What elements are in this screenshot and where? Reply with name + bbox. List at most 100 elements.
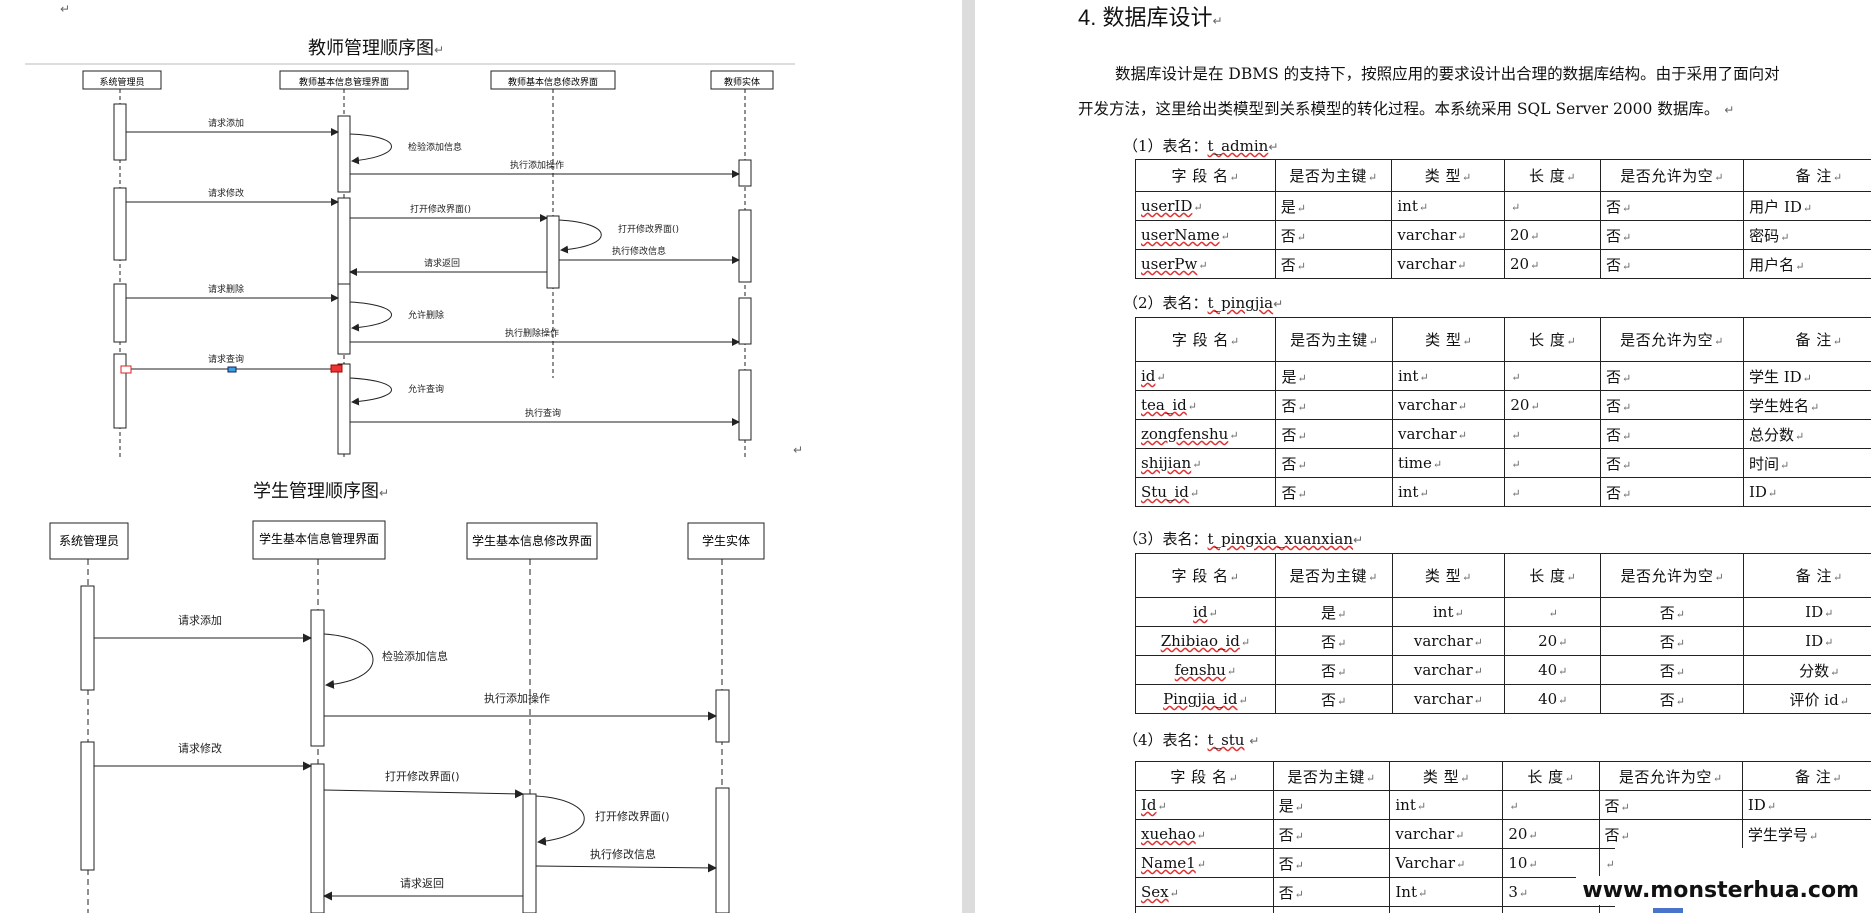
table-cell: 10↵ <box>1502 906 1600 913</box>
table-header-cell: 长 度↵ <box>1504 553 1602 598</box>
table-cell: time↵ <box>1391 448 1506 478</box>
table-cell: 20↵ <box>1504 220 1601 250</box>
message-label: 打开修改界面() <box>618 223 679 235</box>
teacher-diagram-title: 教师管理顺序图↵ <box>308 38 445 59</box>
table-cell: 用户 ID↵ <box>1743 191 1871 221</box>
table-cell: 学生学号↵ <box>1741 819 1871 849</box>
table-cell: varchar↵ <box>1391 419 1506 449</box>
watermark: www.monsterhua.com <box>1576 876 1865 905</box>
message-label: 执行修改信息 <box>612 245 666 257</box>
table-cell: ID↵ <box>1741 790 1871 820</box>
table-cell: 否↵ <box>1274 684 1393 714</box>
table-caption: （2）表名：t_pingjia↵ <box>1123 294 1284 312</box>
table-header-cell: 长 度↵ <box>1504 317 1601 362</box>
table-cell: id↵ <box>1134 361 1277 391</box>
lifeline-header <box>710 70 774 90</box>
table-cell: varchar↵ <box>1391 249 1506 279</box>
table-cell: 20↵ <box>1502 819 1600 849</box>
message-label: 请求返回 <box>400 877 444 890</box>
table-row: fenshu↵否↵varchar↵40↵否↵分数↵ <box>1135 655 1871 685</box>
message-label: 请求添加 <box>178 613 222 627</box>
table-header-cell: 是否为主键↵ <box>1274 553 1393 598</box>
table-cell: int↵ <box>1391 191 1506 221</box>
table-row: Pingjia_id↵否↵varchar↵40↵否↵评价 id↵ <box>1135 684 1871 714</box>
table-cell: 否↵ <box>1272 877 1391 907</box>
table-header-cell: 类 型↵ <box>1391 159 1506 192</box>
table-cell: 10↵ <box>1502 848 1600 878</box>
table-cell: 总分数↵ <box>1742 419 1871 449</box>
table-cell: 40↵ <box>1504 684 1602 714</box>
table-cell: 否↵ <box>1599 361 1744 391</box>
table-cell: 分数↵ <box>1743 655 1871 685</box>
lifeline-header <box>252 520 386 560</box>
table-header-row: 字 段 名↵是否为主键↵类 型↵长 度↵是否允许为空↵备 注↵ <box>1134 317 1871 362</box>
paragraph-mark: ↵ <box>793 443 804 457</box>
table-header-cell: 字 段 名↵ <box>1135 761 1274 791</box>
message-label: 执行添加操作 <box>510 159 564 171</box>
table-cell: 是↵ <box>1274 597 1393 627</box>
table-cell: 时间↵ <box>1742 448 1871 478</box>
table-cell: id↵ <box>1135 597 1276 627</box>
message-label: 执行查询 <box>525 407 561 419</box>
table-header-cell: 是否为主键↵ <box>1275 317 1393 362</box>
table-cell: Varchar↵ <box>1389 848 1504 878</box>
lifeline-label: 学生实体 <box>702 533 750 548</box>
lifeline-label: 学生基本信息管理界面 <box>259 531 379 546</box>
lifeline-label: 学生基本信息修改界面 <box>472 533 592 548</box>
table-row: id↵是↵int↵↵否↵学生 ID↵ <box>1134 361 1871 391</box>
lifeline-header <box>687 522 765 560</box>
table-row: Stu_id↵否↵int↵↵否↵ID↵ <box>1134 477 1871 507</box>
table-row: userID↵是↵int↵↵否↵用户 ID↵ <box>1135 191 1871 221</box>
table-header-cell: 长 度↵ <box>1504 159 1601 192</box>
message-label: 请求查询 <box>208 353 244 365</box>
lifeline-header <box>49 522 129 560</box>
table-header-cell: 是否为主键↵ <box>1272 761 1391 791</box>
table-cell: 20↵ <box>1504 390 1601 420</box>
table-cell: 否↵ <box>1272 819 1391 849</box>
table-cell: 否↵ <box>1600 655 1745 685</box>
paragraph-mark: ↵ <box>60 2 71 16</box>
table-cell: varchar↵ <box>1391 390 1506 420</box>
table-cell: varchar↵ <box>1389 819 1504 849</box>
table-cell: 是↵ <box>1272 790 1391 820</box>
table-t-pingxia-xuanxian: 字 段 名↵是否为主键↵类 型↵长 度↵是否允许为空↵备 注↵id↵是↵int↵… <box>1135 553 1871 714</box>
table-cell: userPw↵ <box>1135 249 1276 279</box>
table-header-cell: 字 段 名↵ <box>1135 553 1276 598</box>
table-cell: Id↵ <box>1135 790 1274 820</box>
table-cell: 否↵ <box>1274 220 1393 250</box>
lifeline-label: 系统管理员 <box>59 533 119 548</box>
table-cell: userName↵ <box>1135 220 1276 250</box>
table-header-cell: 是否允许为空↵ <box>1599 317 1744 362</box>
table-cell: fenshu↵ <box>1135 655 1276 685</box>
table-cell: ID↵ <box>1743 626 1871 656</box>
teacher-sequence-diagram: 系统管理员 教师基本信息管理界面 教师基本信息修改界面 教师实体 <box>25 63 795 458</box>
table-cell: Age↵ <box>1135 906 1274 913</box>
table-cell: 否↵ <box>1272 848 1391 878</box>
table-cell: 用户名↵ <box>1743 249 1871 279</box>
table-cell: 否↵ <box>1599 448 1744 478</box>
table-header-cell: 是否允许为空↵ <box>1599 159 1745 192</box>
table-cell: 否↵ <box>1275 390 1393 420</box>
message-label: 打开修改界面() <box>410 203 471 215</box>
table-cell: 否↵ <box>1275 419 1393 449</box>
table-cell: 否↵ <box>1599 249 1745 279</box>
table-cell: 否↵ <box>1600 597 1745 627</box>
table-cell: char↵ <box>1389 906 1504 913</box>
table-cell: 学生 ID↵ <box>1742 361 1871 391</box>
table-header-cell: 备 注↵ <box>1743 159 1871 192</box>
table-cell: ↵ <box>1504 597 1602 627</box>
table-cell: ID↵ <box>1742 477 1871 507</box>
message-label: 打开修改界面() <box>595 809 670 823</box>
table-cell: 评价 id↵ <box>1743 684 1871 714</box>
page-gutter <box>962 0 975 913</box>
table-cell: Zhibiao_id↵ <box>1135 626 1276 656</box>
right-document-page: 4. 数据库设计↵ 数据库设计是在 DBMS 的支持下，按照应用的要求设计出合理… <box>975 0 1871 913</box>
lifeline-header <box>466 522 598 560</box>
table-t-pingjia: 字 段 名↵是否为主键↵类 型↵长 度↵是否允许为空↵备 注↵id↵是↵int↵… <box>1134 317 1871 507</box>
intro-paragraph-line-2: 开发方法，这里给出类模型到关系模型的转化过程。本系统采用 SQL Server … <box>1078 100 1735 118</box>
table-header-cell: 是否为主键↵ <box>1274 159 1393 192</box>
table-t-admin: 字 段 名↵是否为主键↵类 型↵长 度↵是否允许为空↵备 注↵userID↵是↵… <box>1135 159 1871 279</box>
table-cell: int↵ <box>1391 361 1506 391</box>
table-header-cell: 字 段 名↵ <box>1135 159 1276 192</box>
table-caption: （4）表名：t_stu ↵ <box>1123 731 1260 749</box>
